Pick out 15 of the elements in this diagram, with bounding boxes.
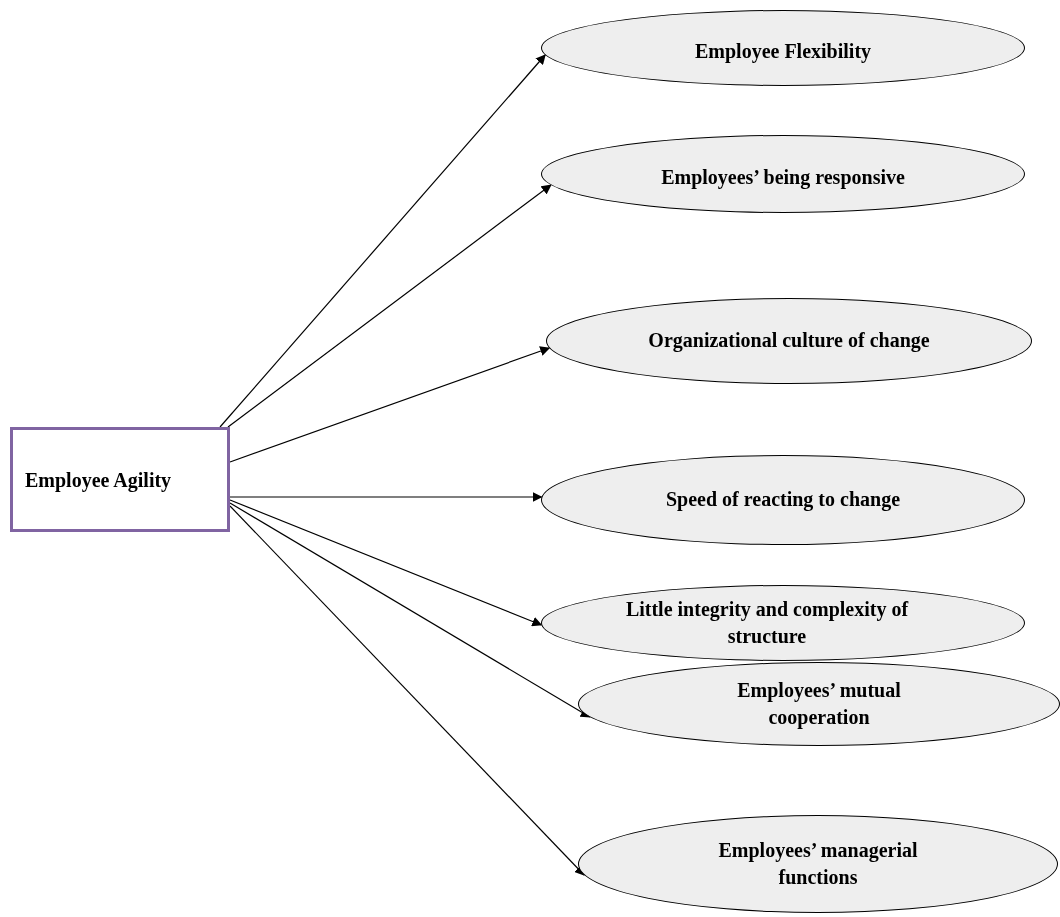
ellipse-node: Little integrity and complexity of structure — [541, 585, 1025, 661]
ellipse-node: Employee Flexibility — [541, 10, 1025, 86]
arrow — [229, 346, 551, 463]
arrow — [229, 505, 585, 876]
ellipse-node: Employees’ mutual cooperation — [578, 662, 1060, 746]
arrow — [227, 184, 552, 428]
ellipse-node: Employees’ managerial functions — [578, 815, 1058, 913]
ellipse-node: Speed of reacting to change — [541, 455, 1025, 545]
arrow — [229, 502, 591, 718]
ellipse-node: Organizational culture of change — [546, 298, 1032, 384]
arrow — [229, 499, 543, 627]
arrow — [229, 492, 543, 502]
ellipse-node: Employees’ being responsive — [541, 135, 1025, 213]
concept-box: Employee Agility — [10, 427, 230, 532]
arrow — [219, 54, 546, 428]
